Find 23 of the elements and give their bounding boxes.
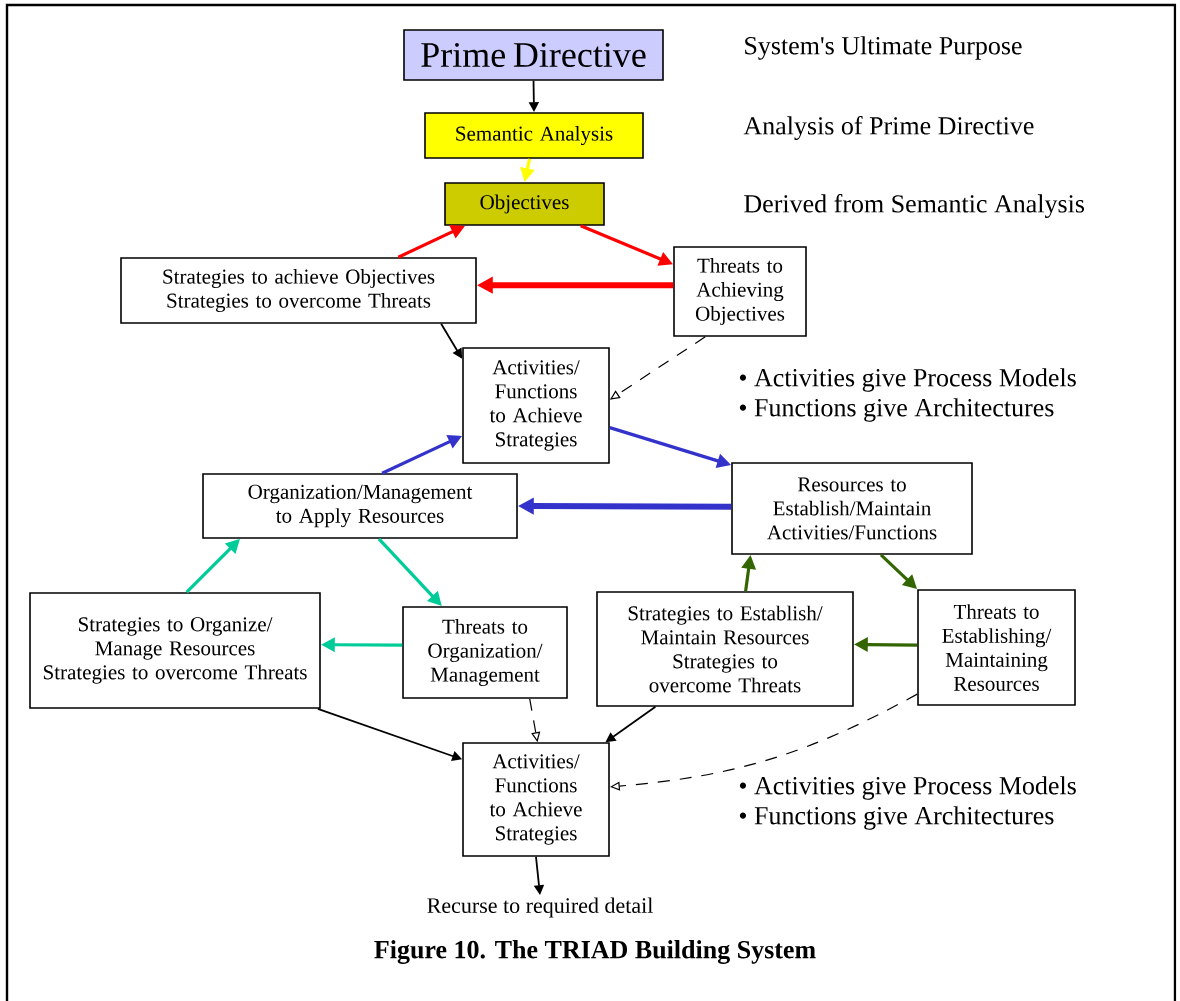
title-box: Prime Directive <box>403 29 664 81</box>
arrow <box>440 322 463 359</box>
process-box: Threats to Achieving Objectives <box>673 246 807 337</box>
process-box: Semantic Analysis <box>424 112 644 159</box>
caption: Figure 10. The TRIAD Building System <box>374 940 816 964</box>
process-box: Threats to Organization/ Management <box>402 606 568 699</box>
side-note: Analysis of Prime Directive <box>743 116 1034 140</box>
process-box: Resources to Establish/Maintain Activities/Functions <box>731 462 973 555</box>
bullet-note: Derived from Semantic Analysis <box>744 194 1085 218</box>
process-box: Strategies to achieve Objectives Strategies to overcome Threats <box>120 257 477 324</box>
process-box: Strategies to Organize/ Manage Resources Strategies to overcome Threats <box>29 592 321 709</box>
process-box: Activities/ Functions to Achieve Strategies <box>462 347 610 464</box>
bullet-note: • Activities give Process Models <box>739 368 1076 392</box>
process-box: Strategies to Establish/ Maintain Resources Strategies to overcome Threats <box>596 591 854 707</box>
side-note: System's Ultimate Purpose <box>745 36 1022 60</box>
bullet-note: • Activities give Process Models <box>739 776 1076 800</box>
process-box: Objectives <box>444 182 605 226</box>
note-text: Recurse to required detail <box>427 897 653 918</box>
process-box: Activities/ Functions to Achieve Strategies <box>462 742 610 857</box>
process-box: Threats to Establishing/ Maintaining Resources <box>917 589 1076 706</box>
bullet-note: • Functions give Architectures <box>739 398 1054 422</box>
process-box: Organization/Management to Apply Resources <box>202 473 518 539</box>
bullet-note: • Functions give Architectures <box>739 806 1054 830</box>
